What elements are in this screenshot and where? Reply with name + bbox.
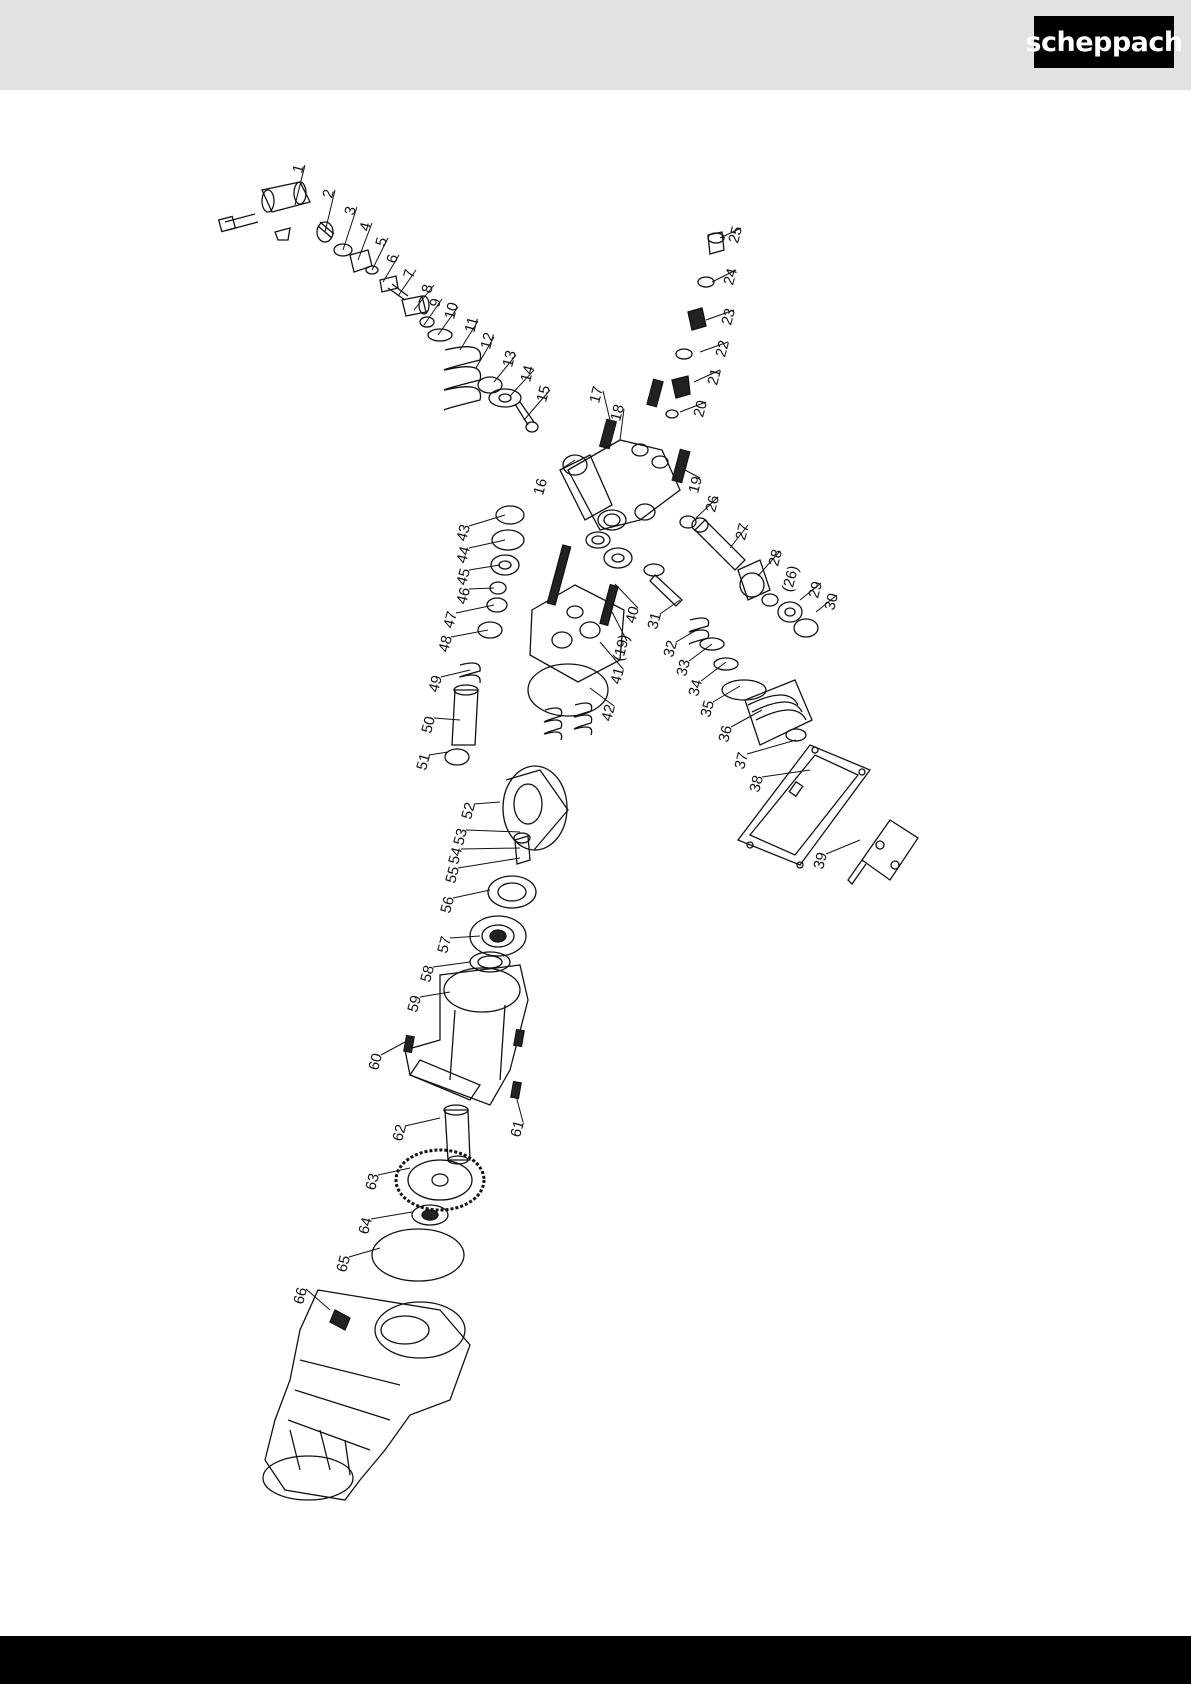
callout-19: 19 <box>685 475 706 496</box>
callout-11: 11 <box>461 315 481 334</box>
part-inlet-fitting <box>219 182 310 240</box>
callout-18: 18 <box>607 403 628 424</box>
callout-12: 12 <box>477 331 498 352</box>
callout-34: 34 <box>685 678 706 699</box>
callout-33: 33 <box>673 658 694 679</box>
callout-6: 6 <box>383 253 402 265</box>
callout-60: 60 <box>365 1052 386 1073</box>
part-check-valves <box>666 232 724 418</box>
callout-10: 10 <box>441 301 462 322</box>
part-pump-head-manifold <box>560 440 680 530</box>
callout-16: 16 <box>530 477 551 498</box>
callout-15: 15 <box>533 384 554 405</box>
callout-4: 4 <box>356 221 375 233</box>
callout-1: 1 <box>289 163 308 175</box>
callout-3: 3 <box>341 205 360 217</box>
part-wobble-plate <box>503 766 568 850</box>
callout-13: 13 <box>499 349 520 370</box>
callout-20: 20 <box>690 399 711 420</box>
callout-61: 61 <box>507 1119 528 1140</box>
part-crankcase <box>405 965 528 1105</box>
part-motor <box>263 1290 470 1500</box>
callout-8: 8 <box>418 283 437 295</box>
callout-2: 2 <box>319 188 338 200</box>
callout-21: 21 <box>704 367 725 388</box>
callout-24: 24 <box>720 267 741 288</box>
part-micro-switch <box>848 820 918 884</box>
callout-22: 22 <box>712 339 733 360</box>
callout-labels: 1234567891011121314151617181920212223242… <box>289 163 842 1306</box>
callout-19: (19) <box>610 633 633 663</box>
callout-30: 30 <box>821 592 842 613</box>
callout-26: 26 <box>702 494 723 515</box>
callout-29: 29 <box>805 580 826 601</box>
callout-27: 27 <box>732 522 753 543</box>
callout-26: (26) <box>779 564 802 594</box>
callout-23: 23 <box>718 307 739 328</box>
callout-40: 40 <box>622 605 643 626</box>
part-large-o-ring <box>372 1229 464 1281</box>
callout-31: 31 <box>644 611 665 632</box>
callout-66: 66 <box>290 1286 311 1307</box>
callout-28: 28 <box>765 548 786 569</box>
part-gear-bearing <box>412 1205 448 1225</box>
part-retaining-ring <box>488 876 536 908</box>
callout-35: 35 <box>697 699 718 720</box>
part-large-spring <box>444 347 538 432</box>
callout-36: 36 <box>715 724 736 745</box>
part-housing-screws <box>404 1029 525 1098</box>
callout-25: 25 <box>725 225 746 246</box>
callout-14: 14 <box>517 364 538 385</box>
callout-41: 41 <box>607 666 628 687</box>
callout-7: 7 <box>400 268 419 280</box>
callout-42: 42 <box>598 703 619 724</box>
callout-5: 5 <box>372 236 391 248</box>
callout-17: 17 <box>586 385 607 406</box>
callout-32: 32 <box>660 639 681 660</box>
part-gear <box>396 1150 484 1210</box>
page-footer <box>0 1636 1191 1684</box>
part-switch-housing <box>738 745 870 868</box>
